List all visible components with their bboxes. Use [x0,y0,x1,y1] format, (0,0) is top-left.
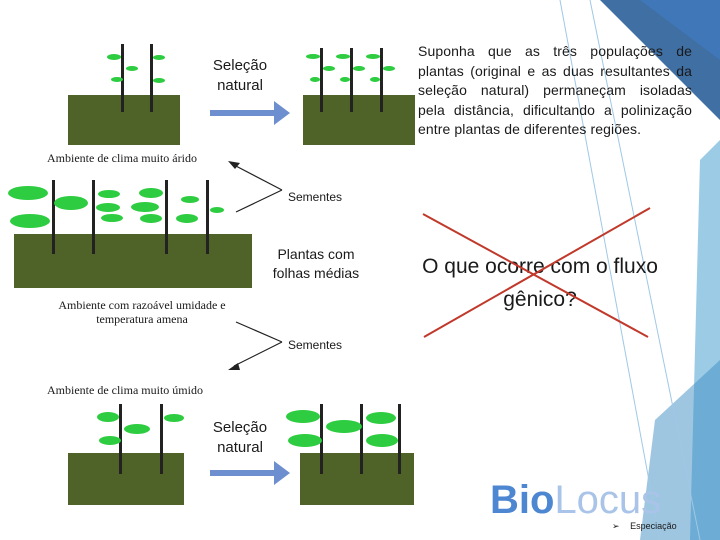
question-text: O que ocorre com o fluxo gênico? [422,255,658,311]
label-humid-environment: Ambiente de clima muito úmido [47,383,203,397]
leaf [310,77,320,82]
label-medium-leaves: Plantas com folhas médias [272,246,360,281]
leaf [54,196,88,210]
cross-line [423,207,651,338]
plant-stem [360,404,363,474]
leaf [98,190,120,198]
leaf [124,424,150,434]
leaf [176,214,198,223]
leaf [326,420,362,433]
leaf [153,78,165,83]
ground-humid-original [68,453,184,505]
note-text: Suponha que as três populações de planta… [418,43,692,137]
leaf [164,414,184,422]
cross-line [422,213,649,338]
connector-line [235,189,283,213]
label-seeds-top: Sementes [288,190,343,204]
leaf [10,214,50,228]
footer-label: Especiação [630,521,677,531]
logo-locus: Locus [554,478,662,522]
bullet-arrow-icon: ➢ [612,521,620,531]
leaf [139,188,163,198]
selection-arrow-bottom-head [274,461,290,485]
plant-stem [320,48,323,112]
plant-stem [150,44,153,112]
ground-arid-original [68,95,180,145]
leaf [323,66,335,71]
plant-stem [398,404,401,474]
label-seeds-bottom: Sementes [288,338,343,352]
connector-line [233,341,283,367]
leaf [126,66,138,71]
leaf [366,434,398,447]
leaf [101,214,123,222]
ground-humid-selected [300,453,414,505]
connector-arrowhead [228,363,240,370]
leaf [286,410,320,423]
leaf [131,202,159,212]
leaf [288,434,322,447]
leaf [340,77,350,82]
plant-stem [52,180,55,254]
leaf [370,77,380,82]
leaf [140,214,162,223]
leaf [107,54,121,60]
leaf [210,207,224,213]
logo-biolocus: BioLocus [490,478,661,522]
leaf [336,54,350,59]
leaf [383,66,395,71]
leaf [366,412,396,424]
leaf [181,196,199,203]
label-arid-environment: Ambiente de clima muito árido [47,151,197,165]
footer-topic: ➢ Especiação [612,520,677,532]
label-moderate-environment: Ambiente com razoável umidade e temperat… [58,298,226,326]
connector-line [233,164,283,191]
leaf [153,55,165,60]
leaf [99,436,121,445]
leaf [306,54,320,59]
leaf [111,77,123,82]
plant-stem [165,180,168,254]
leaf [97,412,119,422]
connector-arrowhead [228,161,240,169]
plant-stem [350,48,353,112]
plant-stem [206,180,209,254]
leaf [8,186,48,200]
selection-label-bottom: Seleção natural [212,419,268,456]
plant-stem [92,180,95,254]
selection-label-top: Seleção natural [212,57,268,94]
leaf [366,54,380,59]
plant-stem [160,404,163,474]
selection-arrow-bottom [210,470,274,476]
connector-line [235,321,283,343]
leaf [353,66,365,71]
leaf [96,203,120,212]
selection-arrow-top [210,110,274,116]
selection-arrow-top-head [274,101,290,125]
logo-bio: Bio [490,478,555,522]
plant-stem [380,48,383,112]
